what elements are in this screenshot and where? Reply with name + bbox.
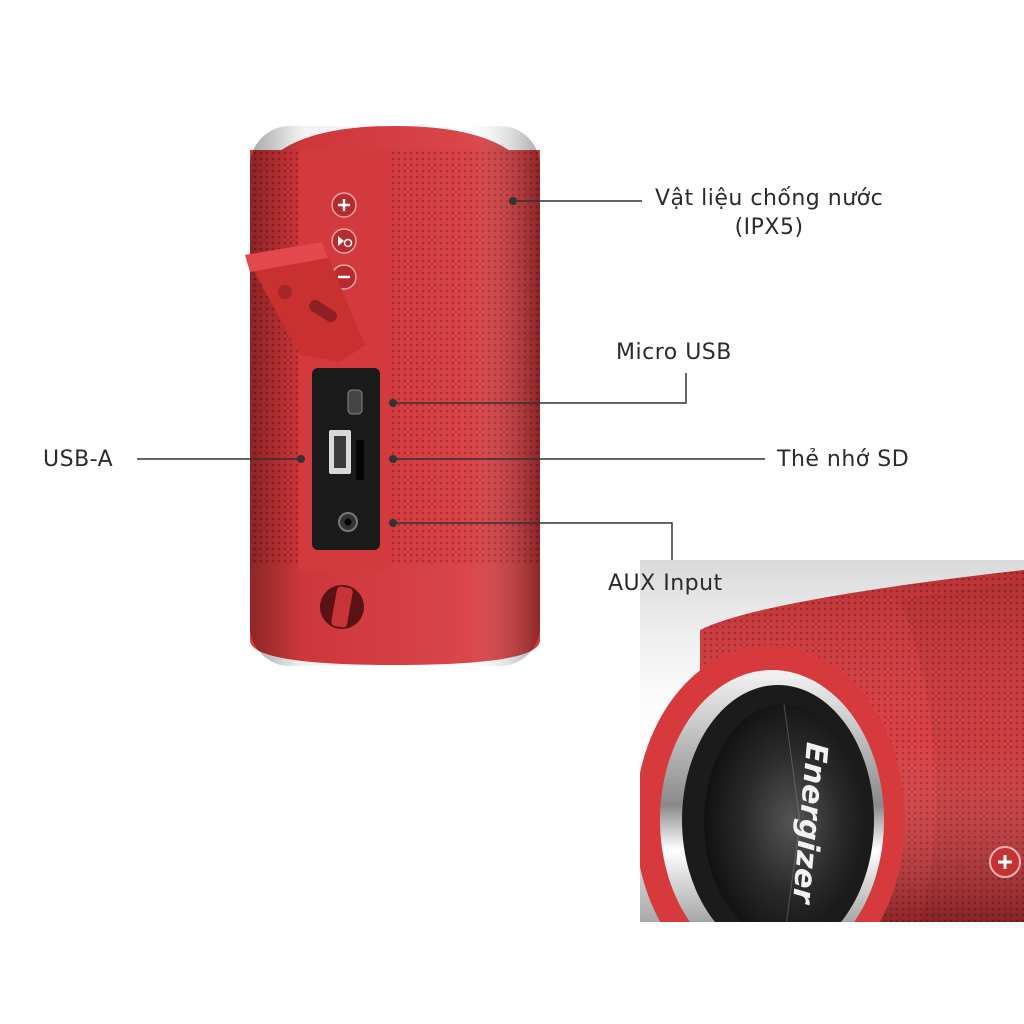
waterproof-label-line1: Vật liệu chống nước <box>655 186 884 211</box>
port-panel <box>312 368 380 550</box>
speaker-closeup <box>640 560 1024 922</box>
plus-icon <box>331 192 357 218</box>
waterproof-label-line2: (IPX5) <box>734 215 804 240</box>
play-power-icon <box>331 228 357 254</box>
port-flap <box>245 242 365 362</box>
callout-lines <box>137 197 765 560</box>
plus-icon <box>989 846 1021 878</box>
sd-card-label: Thẻ nhớ SD <box>777 447 910 472</box>
micro-usb-label: Micro USB <box>616 340 732 365</box>
aux-input-label: AUX Input <box>608 571 723 596</box>
waterproof-label: Vật liệu chống nước (IPX5) <box>655 186 883 240</box>
speaker-upright <box>245 126 540 666</box>
usb-a-label: USB-A <box>43 447 114 472</box>
